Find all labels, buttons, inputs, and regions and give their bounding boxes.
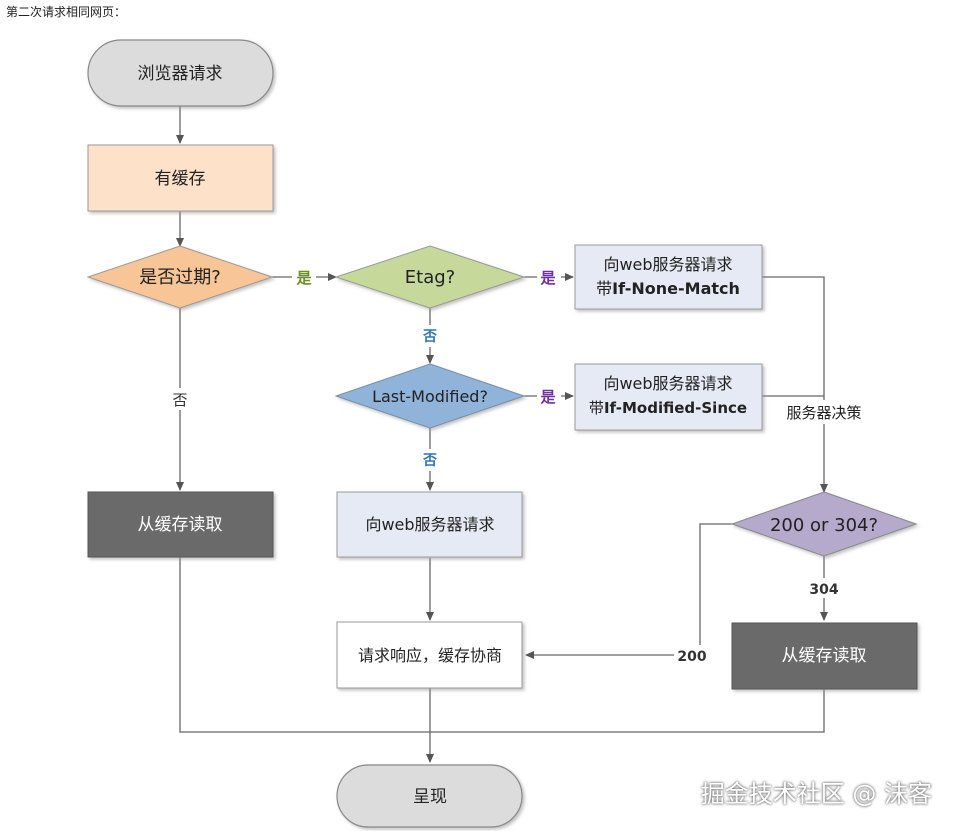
node-read-cache-left-label: 从缓存读取: [138, 515, 223, 535]
node-request-inm-header: If-None-Match: [612, 279, 740, 298]
edge-left-merge: [179, 557, 430, 733]
node-request-ims-prefix: 带: [589, 399, 604, 417]
node-last-modified-label: Last-Modified?: [372, 387, 488, 406]
node-browser-request: 浏览器请求: [87, 39, 274, 107]
label-expired-no: 否: [172, 391, 187, 409]
label-expired-yes: 是: [295, 269, 312, 287]
page-caption: 第二次请求相同网页：: [6, 5, 127, 19]
edge-200: [525, 523, 732, 659]
node-has-cache-label: 有缓存: [155, 169, 206, 189]
server-decide-label-group: 服务器决策: [777, 400, 871, 424]
node-request-web: 向web服务器请求: [336, 491, 523, 558]
label-etag-yes: 是: [539, 269, 556, 287]
node-request-inm-prefix: 带: [596, 279, 612, 298]
node-request-inm: 向web服务器请求 带If-None-Match: [574, 244, 763, 310]
node-expired-label: 是否过期?: [139, 267, 221, 288]
node-last-modified: Last-Modified?: [334, 363, 526, 429]
edge-right-merge: [430, 689, 825, 733]
node-request-web-label: 向web服务器请求: [365, 515, 494, 534]
node-read-cache-left: 从缓存读取: [87, 491, 274, 558]
edge-labels: 是 否 是 否 是 否 304 200: [170, 266, 842, 665]
watermark: 掘金技术社区 @ 沫客: [700, 780, 932, 808]
node-browser-request-label: 浏览器请求: [138, 64, 223, 84]
edge-inm-to-decision: [762, 276, 828, 493]
node-request-ims-line1: 向web服务器请求: [603, 374, 732, 393]
label-200: 200: [677, 649, 706, 665]
node-request-inm-line1: 向web服务器请求: [603, 255, 732, 274]
node-response: 请求响应，缓存协商: [336, 621, 523, 689]
node-etag: Etag?: [334, 245, 526, 309]
server-decide-label: 服务器决策: [786, 404, 861, 422]
node-expired: 是否过期?: [86, 245, 274, 309]
label-etag-no: 否: [422, 329, 437, 345]
node-request-ims-header: If-Modified-Since: [604, 399, 747, 417]
node-request-ims: 向web服务器请求 带If-Modified-Since: [574, 363, 763, 431]
node-response-label: 请求响应，缓存协商: [358, 646, 502, 665]
node-etag-label: Etag?: [405, 267, 455, 288]
node-request-inm-line2: 带If-None-Match: [596, 279, 740, 298]
label-304: 304: [809, 582, 838, 598]
label-lm-no: 否: [422, 453, 437, 469]
node-request-ims-line2: 带If-Modified-Since: [589, 399, 747, 417]
node-has-cache: 有缓存: [87, 144, 274, 212]
node-present-label: 呈现: [413, 787, 447, 807]
node-read-cache-right-label: 从缓存读取: [782, 646, 867, 666]
label-lm-yes: 是: [539, 388, 556, 406]
node-status-check: 200 or 304?: [730, 491, 918, 557]
node-read-cache-right: 从缓存读取: [731, 622, 918, 690]
node-present: 呈现: [336, 764, 523, 828]
node-status-check-label: 200 or 304?: [770, 515, 878, 536]
